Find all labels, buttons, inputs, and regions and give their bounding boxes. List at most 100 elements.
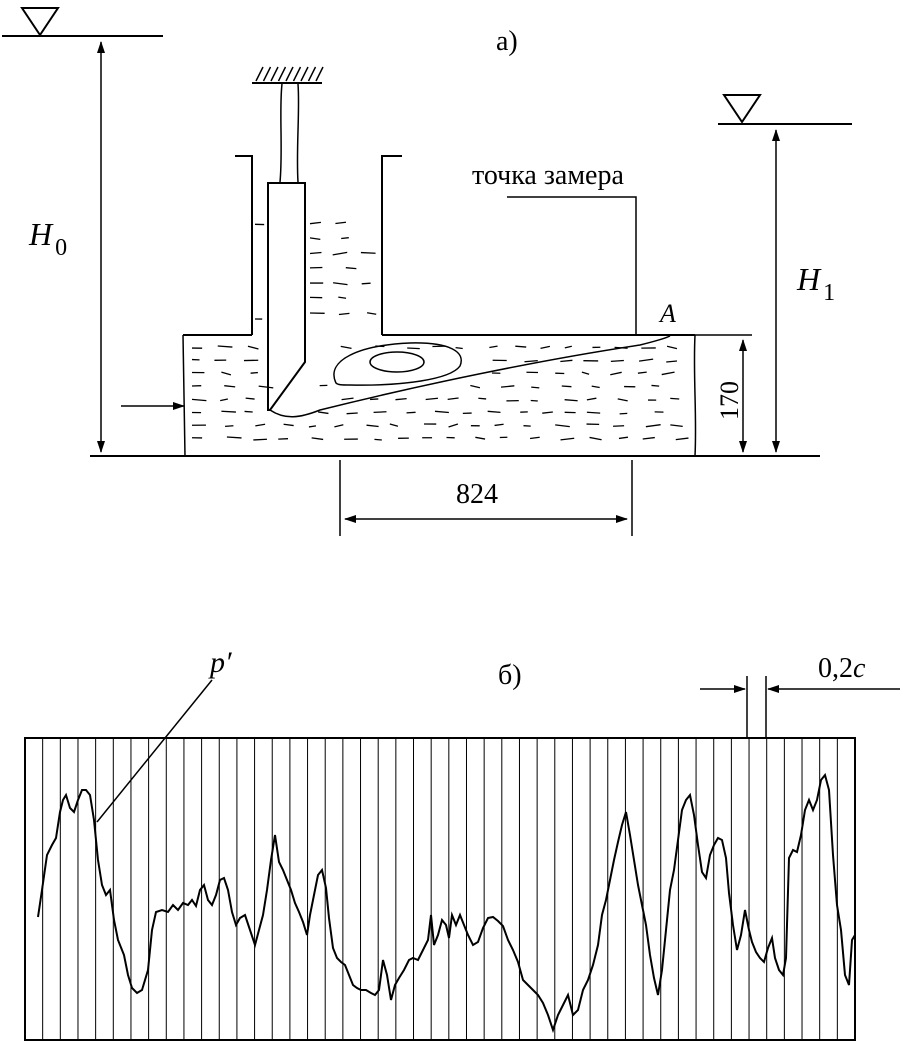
water-dash <box>244 410 253 413</box>
water-dash <box>247 345 259 350</box>
water-dash <box>564 345 572 349</box>
hatch-line <box>285 66 294 82</box>
water-dash <box>334 424 344 428</box>
water-dash <box>226 436 242 439</box>
water-dash <box>370 398 379 401</box>
water-dash <box>374 438 382 441</box>
water-dash <box>610 371 622 376</box>
water-dash <box>591 385 600 389</box>
water-dash <box>191 398 207 402</box>
water-dash <box>221 371 232 376</box>
water-dash <box>524 359 538 363</box>
time-interval-unit: c <box>853 653 866 684</box>
water-dash <box>245 397 255 400</box>
hatch-line <box>277 66 287 82</box>
water-dash <box>610 359 624 362</box>
water-dash <box>619 412 628 415</box>
measure-point-label: точка замера <box>472 160 624 191</box>
water-dash <box>225 425 234 428</box>
water-dash <box>366 312 377 315</box>
hatch-line <box>270 66 279 82</box>
water-dash <box>224 385 236 388</box>
water-dash <box>666 345 678 350</box>
water-dash <box>475 436 486 440</box>
water-dash <box>613 425 625 427</box>
water-dash <box>395 397 407 401</box>
downstream-water-level <box>718 94 852 125</box>
water-dash <box>529 436 540 440</box>
water-dash <box>564 399 578 402</box>
water-dash <box>581 371 590 375</box>
water-dash <box>389 423 399 427</box>
water-dash <box>360 251 376 254</box>
length-dimension <box>339 460 633 536</box>
water-dash <box>361 282 371 285</box>
water-dash <box>447 397 459 401</box>
water-dash <box>515 345 527 348</box>
water-dash <box>250 371 258 374</box>
height-dimension-label: 170 <box>715 381 744 420</box>
water-dash <box>434 410 449 414</box>
water-dash <box>220 398 229 402</box>
oscillogram-frame <box>24 737 856 1041</box>
flow-pattern <box>269 335 671 418</box>
water-dash <box>425 397 439 401</box>
water-dash <box>500 385 515 388</box>
water-dash <box>670 397 680 400</box>
length-dimension-label: 824 <box>456 479 498 510</box>
water-dash <box>253 438 267 441</box>
water-dash <box>531 386 540 389</box>
time-interval-marker <box>700 676 900 738</box>
water-dash <box>407 347 420 350</box>
time-interval-label: 0,2c <box>818 653 866 684</box>
downstream-head-symbol: H <box>796 261 822 297</box>
signal-label-leader <box>96 679 213 823</box>
gate-chamber <box>235 155 402 335</box>
water-dash <box>455 346 463 350</box>
water-dash <box>332 251 348 256</box>
water-dash <box>283 423 294 427</box>
water-dash <box>340 345 352 350</box>
water-dash <box>318 411 329 415</box>
oscillogram-grid <box>42 738 838 1040</box>
point-a-label: A <box>658 299 676 328</box>
water-dash <box>308 425 317 428</box>
signal-label: p′ <box>208 646 232 679</box>
water-dash <box>333 282 348 286</box>
gate-rod <box>279 83 300 183</box>
water-dash <box>651 384 660 387</box>
channel <box>90 334 820 457</box>
water-dash <box>311 437 324 441</box>
water-dash <box>589 436 602 441</box>
downstream-head-subscript: 1 <box>823 280 835 306</box>
water-dash <box>309 251 322 255</box>
upstream-water-level <box>2 7 163 37</box>
part-b-label: б) <box>498 660 522 691</box>
hatch-line <box>300 66 309 82</box>
water-dash <box>560 359 573 363</box>
upstream-head-subscript: 0 <box>55 235 67 261</box>
water-dash <box>617 398 628 402</box>
water-dash <box>341 237 349 240</box>
water-dash <box>618 436 629 440</box>
water-dash <box>586 397 597 401</box>
water-dash <box>335 221 347 225</box>
part-a-label: а) <box>496 26 518 57</box>
water-dash <box>345 267 357 270</box>
water-dash <box>542 411 553 414</box>
water-dash <box>406 411 416 414</box>
water-dash <box>555 424 570 428</box>
hatch-line <box>255 66 264 82</box>
water-dash <box>638 358 654 362</box>
water-dash <box>448 423 459 428</box>
water-dash <box>341 397 354 401</box>
water-fill <box>191 221 689 441</box>
water-dash <box>309 237 321 240</box>
sluice-gate <box>267 182 306 411</box>
pressure-pulsation-trace <box>37 772 856 1034</box>
water-dash <box>487 410 501 414</box>
